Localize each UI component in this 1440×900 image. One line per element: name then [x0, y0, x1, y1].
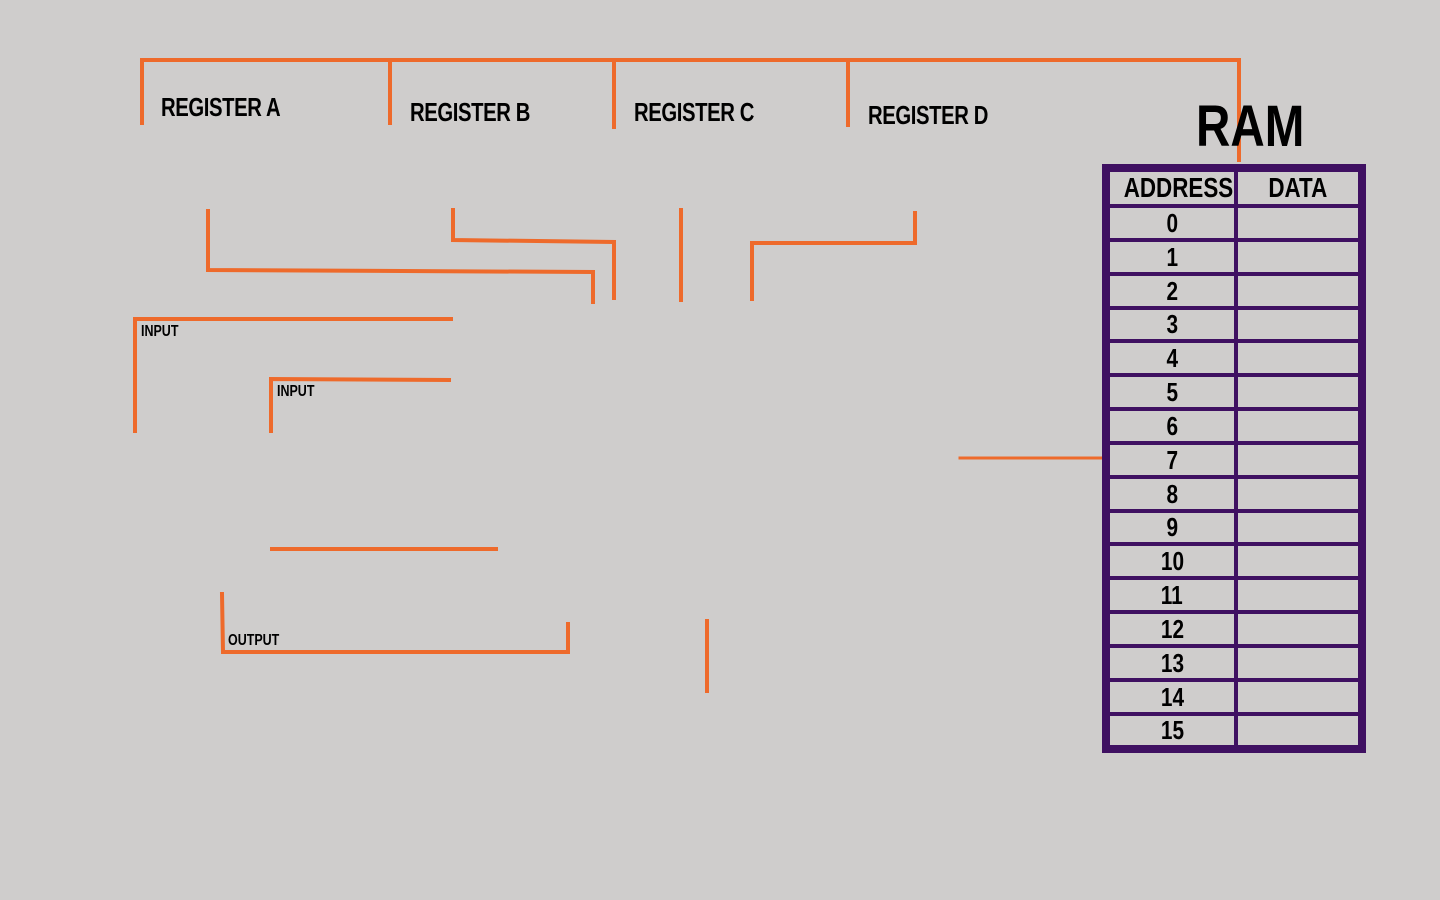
ram-data-cell [1238, 309, 1358, 344]
ram-address-cell: 8 [1110, 478, 1238, 513]
ram-row: 14 [1110, 681, 1358, 716]
ram-row: 9 [1110, 512, 1358, 547]
output-label: OUTPUT [228, 632, 280, 649]
ram-header-address: ADDRESS [1110, 172, 1238, 209]
ram-data-cell [1238, 512, 1358, 547]
input-2-label: INPUT [277, 383, 315, 400]
register-a-label: REGISTER A [161, 92, 281, 122]
ram-row: 8 [1110, 478, 1358, 513]
ram-data-cell [1238, 241, 1358, 276]
ram-address-cell: 2 [1110, 275, 1238, 310]
ram-address-cell: 9 [1110, 512, 1238, 547]
ram-row: 6 [1110, 411, 1358, 445]
register-d-wire [750, 211, 917, 301]
ram-address-cell: 14 [1110, 681, 1238, 716]
ram-row: 7 [1110, 444, 1358, 479]
register-b-wire [451, 208, 616, 300]
ram-row: 13 [1110, 647, 1358, 682]
ram-data-cell [1238, 343, 1358, 378]
ram-row: 4 [1110, 343, 1358, 378]
ram-address-cell: 11 [1110, 580, 1238, 615]
input-1-label: INPUT [141, 323, 179, 340]
ram-header-data: DATA [1238, 172, 1358, 209]
ram-row: 15 [1110, 715, 1358, 745]
output-wire [219, 591, 570, 654]
ram-row: 11 [1110, 580, 1358, 615]
ram-address-cell: 12 [1110, 614, 1238, 648]
ram-address-cell: 1 [1110, 241, 1238, 276]
register-a-wire [206, 209, 595, 304]
ram-data-cell [1238, 546, 1358, 581]
ram-address-cell: 10 [1110, 546, 1238, 581]
ram-data-cell [1238, 275, 1358, 310]
ram-row: 12 [1110, 614, 1358, 648]
top-bus-wire [140, 58, 1241, 162]
ram-row: 10 [1110, 546, 1358, 581]
ram-row: 5 [1110, 377, 1358, 412]
ram-address-cell: 3 [1110, 309, 1238, 344]
ram-address-cell: 4 [1110, 343, 1238, 378]
register-b-label: REGISTER B [410, 97, 531, 127]
ram-row: 2 [1110, 275, 1358, 310]
ram-data-cell [1238, 647, 1358, 682]
ram-header-row: ADDRESS DATA [1110, 172, 1358, 209]
ram-row: 0 [1110, 208, 1358, 242]
ram-data-cell [1238, 681, 1358, 716]
ram-address-cell: 0 [1110, 208, 1238, 242]
ram-data-cell [1238, 208, 1358, 242]
register-d-label: REGISTER D [868, 100, 989, 130]
ram-data-cell [1238, 478, 1358, 513]
ram-address-cell: 5 [1110, 377, 1238, 412]
ram-address-cell: 15 [1110, 715, 1238, 745]
input-1-wire [133, 317, 453, 433]
ram-address-cell: 7 [1110, 444, 1238, 479]
ram-title: RAM [1196, 94, 1305, 159]
ram-data-cell [1238, 614, 1358, 648]
ram-grid: ADDRESS DATA 0 1 2 3 4 5 6 7 8 9 10 11 1… [1110, 172, 1358, 745]
ram-address-cell: 6 [1110, 411, 1238, 445]
ram-data-cell [1238, 580, 1358, 615]
ram-data-cell [1238, 377, 1358, 412]
register-c-label: REGISTER C [634, 97, 755, 127]
ram-data-cell [1238, 444, 1358, 479]
ram-row: 1 [1110, 241, 1358, 276]
ram-data-cell [1238, 411, 1358, 445]
ram-row: 3 [1110, 309, 1358, 344]
ram-table: ADDRESS DATA 0 1 2 3 4 5 6 7 8 9 10 11 1… [1102, 164, 1366, 753]
ram-address-cell: 13 [1110, 647, 1238, 682]
input-2-wire [269, 376, 452, 433]
ram-data-cell [1238, 715, 1358, 745]
